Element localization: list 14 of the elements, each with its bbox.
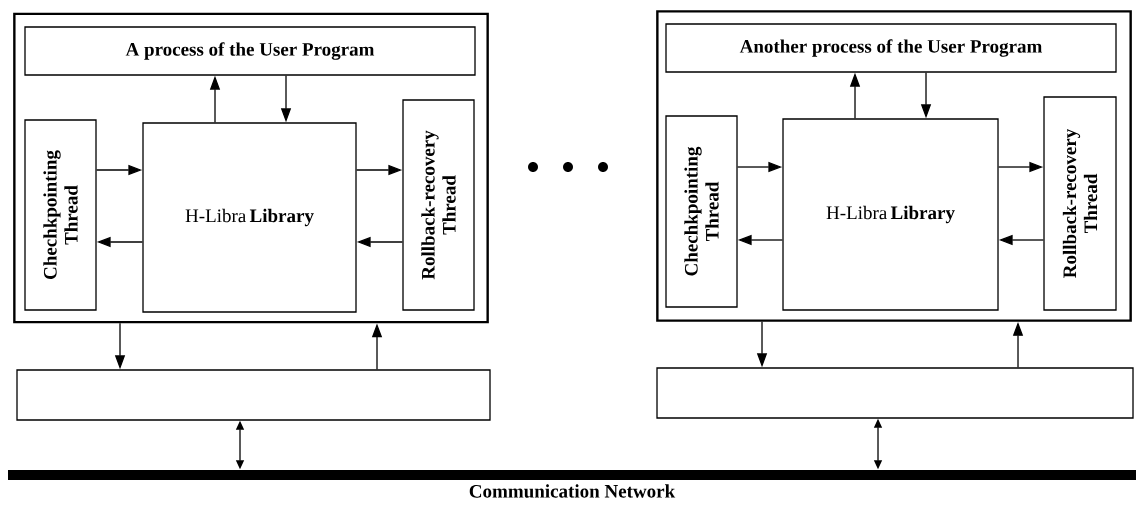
process-frame [656,10,1132,322]
network-bar: Communication Network [8,470,1136,498]
thread-box: Chechkpointing Thread [665,115,738,308]
thread-box: Rollback-recovery Thread [402,99,475,311]
library-box: H-Libra Library [782,118,999,311]
process-box: A process of the User Program [24,26,476,76]
process-frame [13,12,489,324]
thread-box: Chechkpointing Thread [24,119,97,311]
thread-box: Rollback-recovery Thread [1043,96,1117,311]
library-box: H-Libra Library [142,122,357,313]
process-box: Another process of the User Program [665,23,1117,73]
system-box [656,367,1134,419]
system-box [16,369,491,421]
node-label: Communication Network [469,484,676,498]
